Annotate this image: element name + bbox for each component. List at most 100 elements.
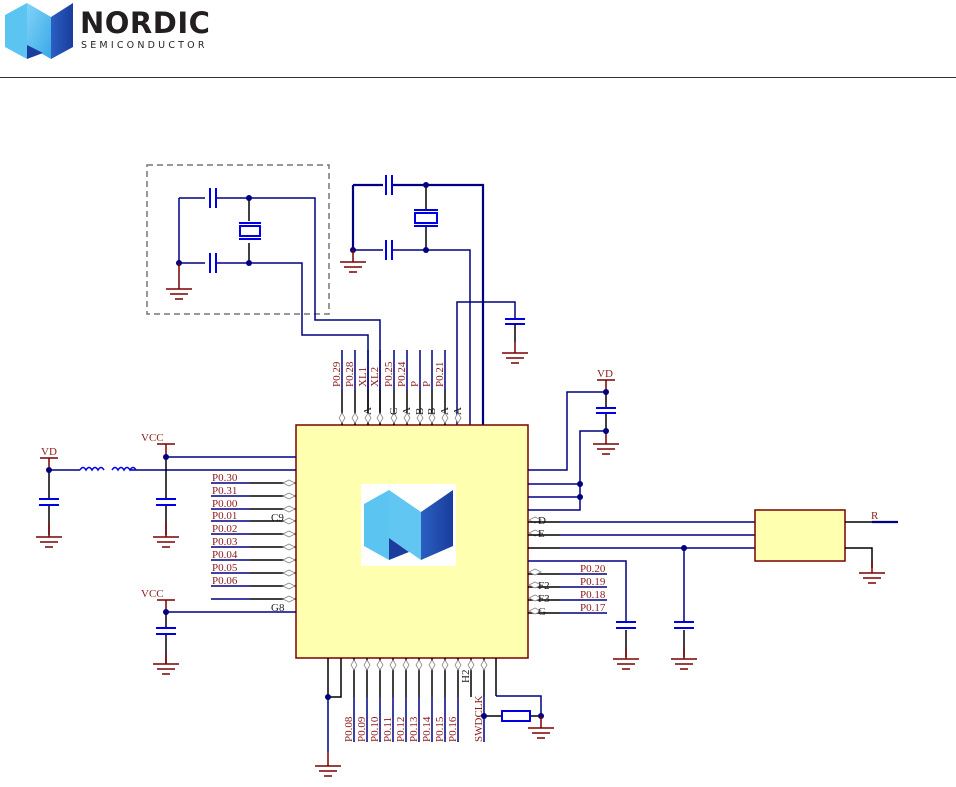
net-label: P0.06	[212, 575, 238, 587]
crystal-32m-circuit	[340, 175, 528, 425]
ground-icon	[671, 648, 697, 670]
pin-label: B	[414, 408, 426, 415]
vd-label: VD	[41, 446, 57, 458]
bottom-pin: P0.16	[447, 658, 462, 742]
left-pin: P0.31	[211, 485, 296, 500]
net-label: P0.15	[434, 716, 446, 742]
right-pin: P0.18 F3	[528, 589, 607, 605]
header-divider	[0, 77, 956, 78]
top-pin: P0.28	[344, 350, 359, 425]
pin-marker	[390, 412, 398, 424]
pin-label: D	[538, 515, 546, 527]
pin-marker	[403, 412, 411, 424]
right-pin: P0.20	[528, 563, 607, 576]
bottom-pin: P0.09	[356, 658, 371, 742]
pin-marker	[528, 594, 542, 602]
pin-marker	[415, 659, 423, 671]
pin-label: C	[388, 408, 400, 415]
left-pin: P0.01	[211, 510, 296, 525]
pin-marker	[389, 659, 397, 671]
pin-label: B	[426, 408, 438, 415]
right-pin: D	[528, 515, 546, 527]
ground-icon	[859, 562, 885, 584]
pin-label: C9	[271, 512, 284, 524]
pin-marker	[338, 412, 346, 424]
pin-marker	[402, 659, 410, 671]
vcc-label: VCC	[141, 432, 164, 444]
chip-logo-icon	[361, 484, 456, 566]
ground-icon	[315, 752, 341, 777]
net-label: P0.12	[395, 717, 407, 742]
left-pin: G8	[211, 595, 296, 614]
bottom-pin: P0.10	[369, 658, 384, 742]
ground-icon	[153, 523, 179, 548]
vcc-label: VCC	[141, 588, 164, 600]
pin-marker	[282, 582, 296, 590]
net-label: P0.01	[212, 510, 237, 522]
pin-marker	[441, 659, 449, 671]
bottom-ground-circuit	[315, 658, 554, 777]
net-label: P0.18	[580, 589, 606, 601]
antenna-module-circuit: R	[528, 509, 898, 670]
pin-marker	[282, 569, 296, 577]
net-label: P0.00	[212, 498, 238, 510]
net-label: P0.20	[580, 563, 606, 575]
net-label: P0.28	[344, 361, 356, 387]
pin-marker	[528, 607, 542, 615]
module-net-label: R	[871, 510, 879, 522]
pin-marker	[282, 595, 296, 603]
top-pin: PB	[421, 350, 438, 425]
left-pin: P0.30	[211, 472, 296, 487]
net-label: P0.17	[580, 602, 606, 614]
bottom-pin: H2	[460, 658, 475, 697]
left-pin: P0.06	[211, 575, 296, 590]
top-pin: A	[452, 407, 464, 424]
left-pin: P0.04	[211, 549, 296, 564]
top-pin: XL2	[369, 350, 384, 425]
net-label: P0.13	[408, 716, 420, 742]
pin-marker	[376, 412, 384, 424]
net-label: P0.24	[396, 361, 408, 387]
net-label: P0.16	[447, 716, 459, 742]
net-label: P0.11	[382, 717, 394, 742]
pin-marker	[282, 505, 296, 513]
pin-marker	[528, 581, 542, 589]
net-label: P0.21	[434, 362, 446, 387]
pin-marker	[350, 659, 358, 671]
right-pin: P0.17G	[528, 602, 607, 618]
resistor-icon	[501, 710, 531, 722]
bottom-pin: SWDCLK	[473, 658, 488, 743]
inductor-icon	[79, 466, 137, 472]
net-label: P0.10	[369, 716, 381, 742]
net-label: P0.03	[212, 536, 238, 548]
brand-subtitle: SEMICONDUCTOR	[81, 40, 208, 51]
pin-marker	[282, 479, 296, 487]
bottom-pin: P0.15	[434, 658, 449, 742]
crystal-icon	[239, 225, 261, 237]
pin-label: F3	[538, 593, 550, 605]
pin-marker	[282, 530, 296, 538]
pin-marker	[282, 492, 296, 500]
bottom-pin: P0.14	[421, 658, 436, 742]
top-pin: PB	[409, 350, 426, 425]
net-label: XL2	[369, 367, 381, 387]
nordic-n-icon	[5, 3, 73, 59]
net-label: P0.02	[212, 523, 237, 535]
vd-label: VD	[597, 368, 613, 380]
net-label: SWDCLK	[473, 696, 485, 743]
ground-icon	[502, 342, 528, 364]
net-label: P0.14	[421, 716, 433, 742]
crystal-32k-circuit	[166, 188, 381, 425]
right-pin: E	[528, 528, 545, 540]
pin-marker	[282, 556, 296, 564]
pin-label: F2	[538, 580, 550, 592]
pin-marker	[282, 543, 296, 551]
pin-marker	[454, 659, 462, 671]
ground-icon	[153, 654, 179, 675]
net-label: XL1	[357, 367, 369, 387]
pin-label: E	[538, 528, 545, 540]
ground-icon	[36, 523, 62, 548]
bottom-pin: P0.13	[408, 658, 423, 742]
